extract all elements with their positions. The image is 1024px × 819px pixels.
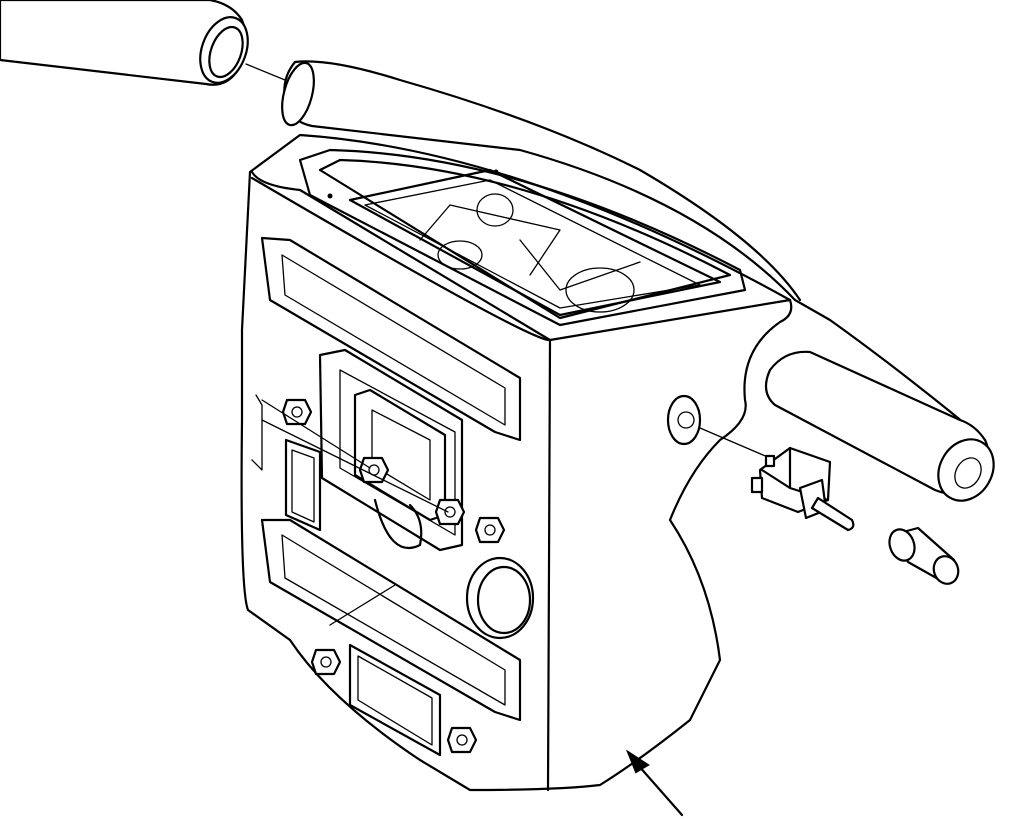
toggle-switch [750, 446, 855, 532]
grip-sleeve [0, 0, 286, 86]
handle-bar [281, 60, 987, 442]
pointer-arrow [625, 749, 684, 817]
fasteners [281, 394, 702, 754]
assembly-lines [261, 399, 771, 513]
switch-boot [888, 526, 960, 585]
control-housing [240, 133, 793, 792]
handle-bar-end [764, 350, 995, 502]
